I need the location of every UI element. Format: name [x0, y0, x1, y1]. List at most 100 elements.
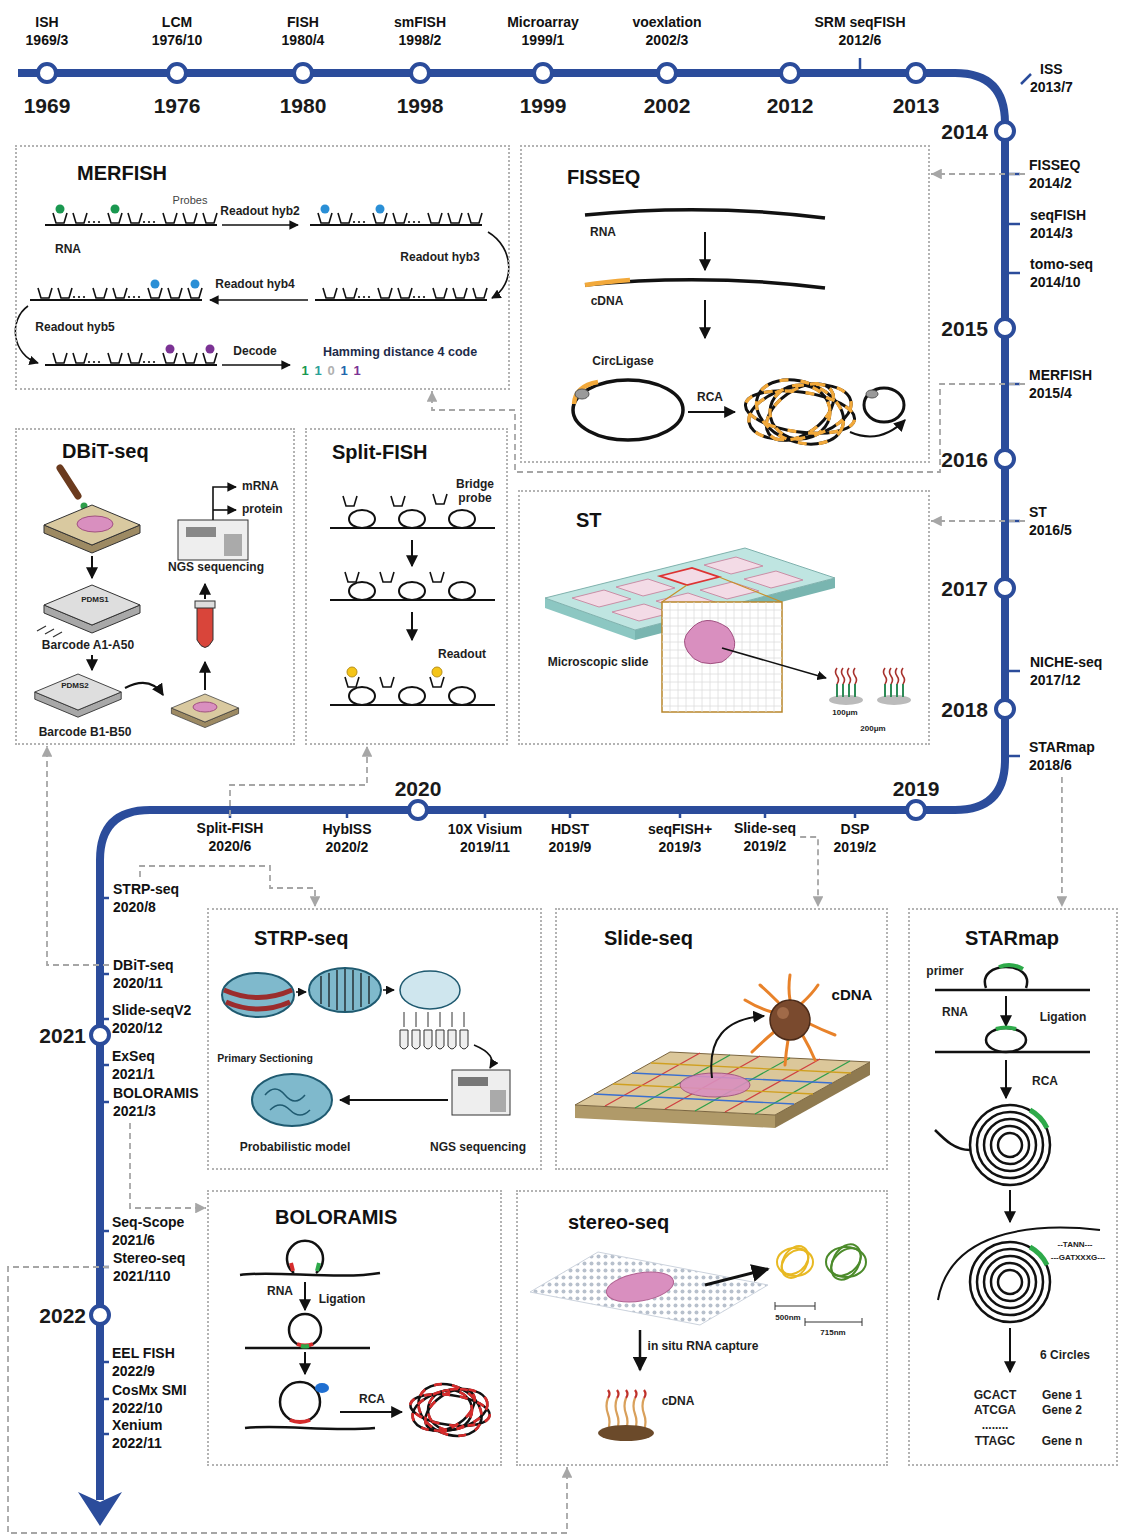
- timeline-event: MERFISH2015/4: [1028, 366, 1093, 402]
- node-text: 2016/5: [1029, 521, 1072, 539]
- year-circle: [534, 64, 552, 82]
- starmap-illustration: [970, 1242, 1050, 1322]
- timeline-tick: [100, 1361, 109, 1364]
- node-text: 2021/3: [113, 1102, 199, 1120]
- merfish-illustration: [376, 205, 385, 214]
- year-circle: [996, 450, 1014, 468]
- strp-illustration: [222, 973, 294, 1017]
- stereo-seq-illustration: [639, 1330, 642, 1370]
- strp-illustration: [424, 1030, 432, 1049]
- merfish-illustration: [15, 306, 38, 363]
- boloramis-illustration: [240, 1241, 492, 1446]
- dbit-illustration: [213, 509, 236, 511]
- dashed-connector: [8, 1267, 567, 1533]
- starmap-illustration: [935, 1130, 970, 1150]
- merfish-illustration: [210, 299, 308, 301]
- starmap-illustration: [1030, 1247, 1047, 1265]
- starmap-illustration: [999, 965, 1023, 969]
- event-label: seqFISH+: [648, 821, 712, 837]
- merfish-illustration: [191, 280, 200, 289]
- dbit-illustration: [35, 674, 121, 717]
- event-label: DSP: [841, 821, 870, 837]
- fisseq-illustration: [704, 300, 706, 338]
- split-fish-illustration: [345, 677, 359, 687]
- annotation-label: Probabilistic model: [240, 1141, 351, 1155]
- timeline-event: DBiT-seq2020/11: [112, 956, 175, 992]
- strp-illustration: [448, 1030, 456, 1049]
- event-label: 1999/1: [522, 32, 565, 48]
- year-label: 2017: [941, 578, 988, 599]
- annotation-label: NGS sequencing: [168, 561, 264, 575]
- year-circle: [996, 700, 1014, 718]
- split-fish-illustration: [432, 667, 442, 677]
- annotation-label: CircLigase: [592, 355, 653, 369]
- timeline-event: ST2016/5: [1028, 503, 1073, 539]
- timeline-line: [78, 1492, 122, 1526]
- slide-seq-illustration: [770, 1000, 810, 1040]
- event-label: 1998/2: [399, 32, 442, 48]
- timeline-tick: [100, 897, 109, 900]
- split-fish-illustration: [411, 612, 413, 640]
- dbit-illustration: [197, 607, 213, 648]
- method-panel: stereo-seq: [516, 1190, 888, 1466]
- fisseq-illustration: [743, 368, 857, 455]
- annotation-label: TTAGC: [975, 1435, 1015, 1449]
- dbit-illustration: [91, 556, 93, 578]
- fisseq-illustration: [688, 411, 735, 413]
- dbit-illustration: [224, 534, 242, 556]
- event-label: 2014/10: [1030, 274, 1081, 290]
- starmap-illustration: [935, 989, 1090, 992]
- strp-illustration: [309, 968, 381, 1012]
- event-label: 2017/12: [1030, 672, 1081, 688]
- strp-illustration: [222, 968, 510, 1126]
- strp-illustration: [265, 1089, 310, 1115]
- method-panel: STRP-seq: [207, 908, 542, 1170]
- starmap-illustration: [996, 1028, 1016, 1030]
- st-illustration: [829, 695, 863, 705]
- annotation-label: cDNA: [662, 1395, 695, 1409]
- annotation-label: Readout: [438, 648, 486, 662]
- year-label: 2018: [941, 699, 988, 720]
- node-text: Stereo-seq: [113, 1249, 185, 1267]
- strp-illustration: [400, 1030, 408, 1049]
- node-text: DBiT-seq: [113, 956, 174, 974]
- dashed-connector: [47, 746, 109, 965]
- event-label: 2022/10: [112, 1400, 163, 1416]
- annotation-label: 1: [301, 364, 308, 379]
- fisseq-illustration: [575, 389, 589, 399]
- stereo-seq-illustration: [775, 1302, 815, 1310]
- year-label: 1976: [154, 95, 201, 116]
- annotation-label: ATCGA: [974, 1404, 1016, 1418]
- timeline-tick: [100, 58, 1031, 1434]
- annotation-label: NGS sequencing: [430, 1141, 526, 1155]
- strp-illustration: [321, 969, 369, 1011]
- slide-seq-illustration: [777, 1007, 789, 1019]
- year-circle: [91, 1026, 109, 1044]
- method-panel: Slide-seq: [555, 908, 888, 1170]
- event-label: NICHE-seq: [1030, 654, 1102, 670]
- stereo-seq-illustration: [607, 1398, 610, 1430]
- merfish-illustration: [315, 288, 487, 300]
- dbit-illustration: [77, 516, 113, 532]
- stereo-seq-illustration: [825, 1239, 867, 1285]
- starmap-illustration: [938, 1228, 1100, 1300]
- split-fish-illustration: [330, 582, 495, 600]
- annotation-label: 200μm: [860, 724, 885, 733]
- event-label: Slide-seqV2: [112, 1002, 191, 1018]
- stereo-seq-illustration: [826, 1243, 866, 1282]
- event-label: 1969/3: [26, 32, 69, 48]
- boloramis-illustration: [340, 1411, 402, 1413]
- fisseq-illustration: [704, 232, 706, 270]
- st-illustration: [660, 568, 719, 585]
- timeline-event: BOLORAMIS2021/3: [112, 1084, 200, 1120]
- boloramis-illustration: [289, 1314, 321, 1346]
- annotation-label: Readout hyb5: [35, 321, 114, 335]
- event-label: 2022/11: [112, 1435, 162, 1451]
- strp-illustration: [412, 1030, 420, 1049]
- merfish-illustration: [222, 224, 298, 226]
- slide-seq-illustration: [680, 1073, 750, 1097]
- merfish-illustration: [45, 353, 217, 365]
- starmap-illustration: [1005, 1060, 1007, 1098]
- timeline-event: STRP-seq2020/8: [112, 880, 180, 916]
- event-label: LCM: [162, 14, 192, 30]
